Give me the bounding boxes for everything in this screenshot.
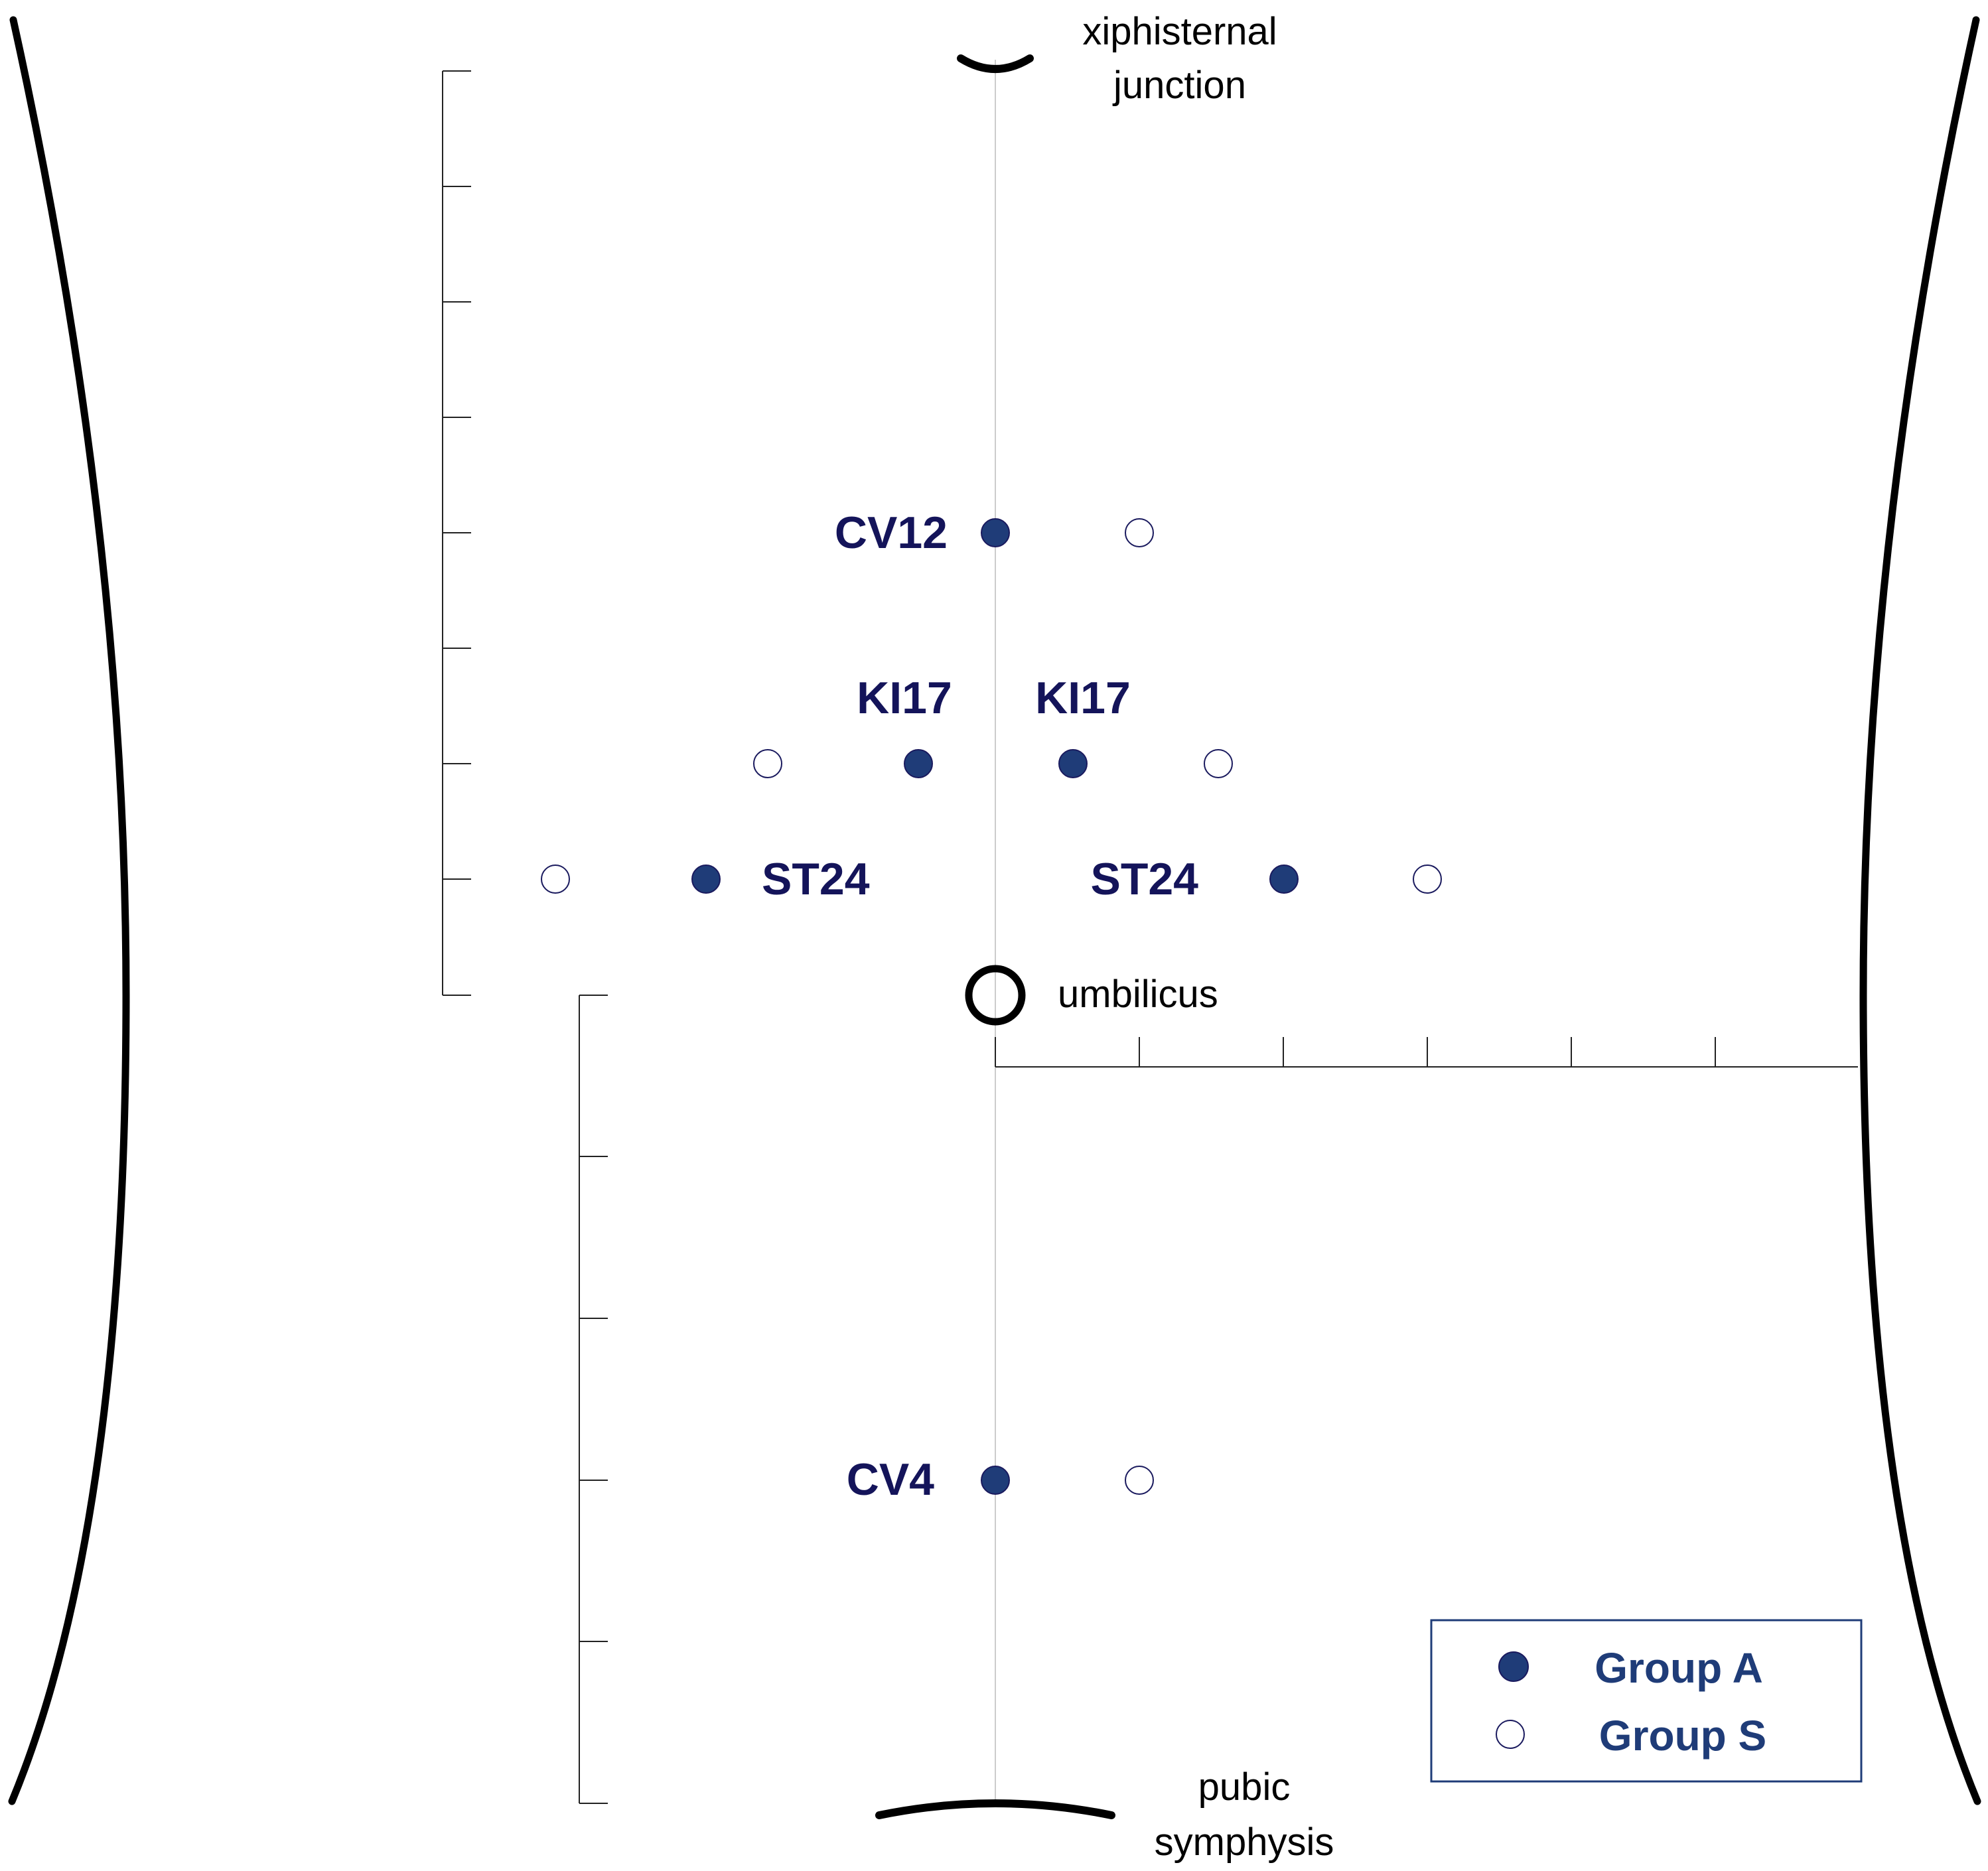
upper-vertical-scale [442, 70, 471, 996]
xiphisternal-label-line1: xiphisternal [1082, 10, 1277, 53]
body-outline-right [1859, 16, 1981, 1805]
point-label-st24-right: ST24 [1090, 854, 1198, 904]
umbilicus-label: umbilicus [1058, 973, 1218, 1016]
marker-group-s-st24-left [541, 865, 570, 894]
marker-group-a-st24-right [1269, 865, 1299, 894]
horizontal-scale [995, 1037, 1858, 1068]
marker-group-a-st24-left [691, 865, 721, 894]
point-label-cv12: CV12 [835, 508, 948, 558]
marker-group-s-st24-right [1413, 865, 1442, 894]
marker-group-s-cv12 [1125, 518, 1154, 547]
marker-group-a-ki17-right [1058, 749, 1088, 778]
legend-label-group-a: Group A [1595, 1644, 1763, 1692]
legend-marker-group-s [1496, 1720, 1525, 1749]
legend-label-group-s: Group S [1599, 1712, 1766, 1760]
marker-group-a-ki17-left [904, 749, 933, 778]
legend-box [1430, 1619, 1863, 1783]
group-a-markers [691, 518, 1299, 1495]
marker-group-a-cv4 [981, 1466, 1010, 1495]
marker-group-s-cv4 [1125, 1466, 1154, 1495]
body-outline-left [8, 16, 130, 1805]
point-label-cv4: CV4 [847, 1454, 934, 1505]
legend: Group A Group S [1430, 1619, 1863, 1783]
marker-group-s-ki17-left [753, 749, 782, 778]
xiphisternal-mark [957, 54, 1034, 73]
point-label-ki17-right: KI17 [1035, 673, 1131, 723]
lower-vertical-scale [579, 995, 608, 1804]
pubic-label-line1: pubic [1198, 1766, 1291, 1809]
pubic-symphysis-mark [875, 1799, 1115, 1819]
marker-group-a-cv12 [981, 518, 1010, 547]
xiphisternal-label-line2: junction [1112, 64, 1246, 107]
point-label-ki17-left: KI17 [857, 673, 952, 723]
pubic-label-line2: symphysis [1155, 1821, 1334, 1864]
umbilicus-marker [965, 965, 1026, 1026]
group-s-markers [541, 518, 1442, 1495]
marker-group-s-ki17-right [1204, 749, 1233, 778]
point-label-st24-left: ST24 [762, 854, 870, 904]
legend-marker-group-a [1498, 1651, 1529, 1682]
